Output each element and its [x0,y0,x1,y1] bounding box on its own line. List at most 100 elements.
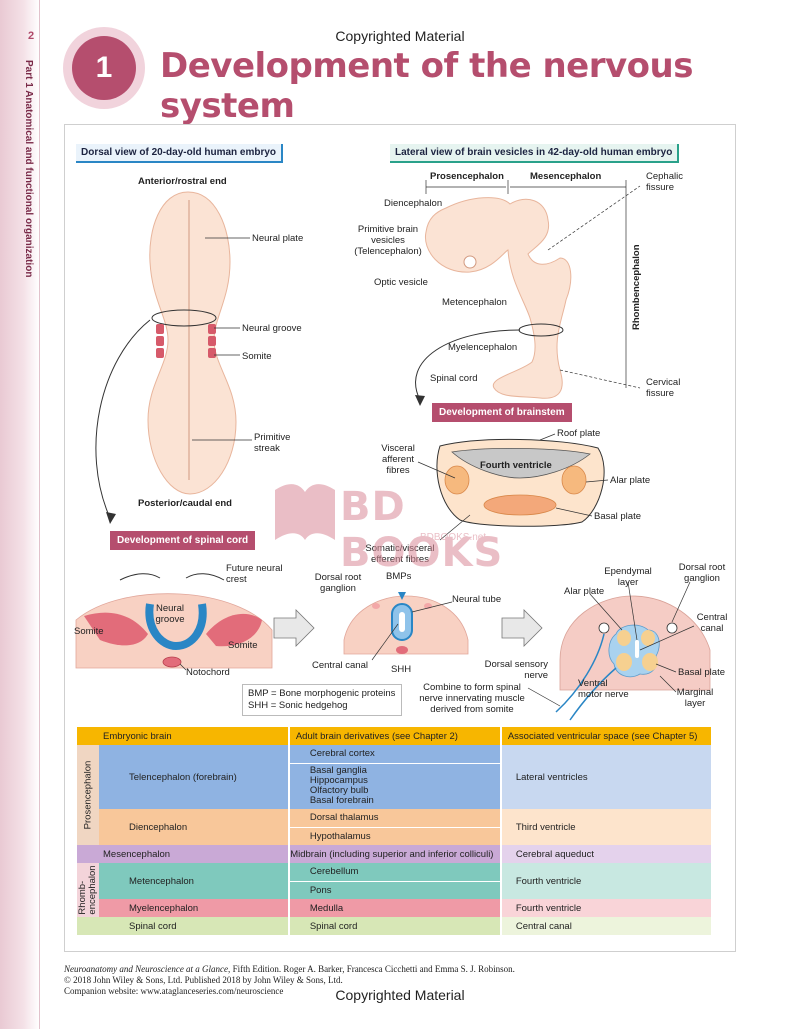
cell-lateral-ventricles: Lateral ventricles [500,745,711,809]
somite-right-3 [208,348,216,358]
leader-combine [527,687,561,707]
watermark-text: BD BOOKS [340,484,504,576]
tag-lateral-view: Lateral view of brain vesicles in 42-day… [390,144,680,163]
stage1-somite-left [84,612,148,646]
cell-dorsal-thalamus: Dorsal thalamus [288,809,502,828]
label-myelencephalon: Myelencephalon [448,342,518,353]
optic-vesicle-shape [463,255,477,269]
footer-line-2: © 2018 John Wiley & Sons, Ltd. Published… [64,975,343,985]
leader-ependymal [627,581,638,641]
stage3-basal-left [616,653,632,671]
page-title: Development of the nervous system [160,46,693,126]
leader-somatic [439,514,471,541]
label-anterior: Anterior/rostral end [138,176,227,187]
watermark-book-icon [275,484,335,540]
legend-shh: SHH = Sonic hedgehog [248,700,348,711]
label-dorsal-sensory-nerve: Dorsal sensory nerve [484,659,548,681]
watermark-sub: BDBOOKS.net [420,532,487,543]
label-somatic-visceral: Somatic/visceral efferent fibres [365,543,435,565]
dorsal-embryo-shape [147,191,237,495]
cell-cerebral-cortex: Cerebral cortex [288,745,502,764]
somite-left-3 [156,348,164,358]
copyright-bottom: Copyrighted Material [335,987,465,1003]
cell-spinal-cord-derivative: Spinal cord [288,917,502,935]
label-visceral-afferent: Visceral afferent fibres [381,443,415,476]
stage1-arrow-right [185,573,225,581]
stage3-drg-right [666,622,678,634]
table-row: Prosencephalon Telencephalon (forebrain)… [77,745,711,845]
leader-roof-plate [539,433,556,441]
cell-basal-ganglia-group: Basal ganglia Hippocampus Olfactory bulb… [288,763,502,809]
alar-plate-left [444,465,470,495]
cell-cerebral-aqueduct: Cerebral aqueduct [500,845,711,863]
header-ventricular-space: Associated ventricular space (see Chapte… [500,727,711,745]
label-bmps: BMPs [386,571,412,582]
label-mesencephalon: Mesencephalon [530,171,602,182]
stage1-somite-right [206,613,262,647]
group-rhombencephalon-label: Rhomb- encephalon [77,865,98,915]
cell-central-canal: Central canal [500,917,711,935]
label-future-neural-crest: Future neural crest [226,563,283,585]
copyright-top: Copyrighted Material [335,28,465,44]
cell-metencephalon: Metencephalon [99,863,290,899]
table-row: Spinal cord Spinal cord Central canal [77,917,711,935]
arrow-dorsal-to-spinal [95,319,151,519]
label-fourth-ventricle: Fourth ventricle [480,460,552,471]
leader-alar2 [589,593,623,631]
stage2-drg-left [372,603,380,609]
label-alar-plate: Alar plate [610,475,651,486]
stage3-dorsal-nerve [555,633,605,713]
leader-basal [555,507,593,517]
label-neural-groove-stage1: Neural groove [155,603,185,625]
stage-arrow-1 [273,609,315,647]
stage3-central-canal [635,640,639,658]
stage3-alar-right [641,630,655,646]
page-number: 2 [28,30,35,42]
label-cephalic-fissure: Cephalic fissure [646,171,683,193]
group-prosencephalon-label: Prosencephalon [82,760,94,830]
header-embryonic-brain: Embryonic brain [77,727,290,745]
somite-right-1 [208,324,216,334]
stage1-neural-groove [145,603,207,651]
footer-line-1-rest: Fifth Edition. Roger A. Barker, Francesc… [230,964,515,974]
leader-basal2 [655,663,677,673]
cell-cerebellum: Cerebellum [288,863,502,882]
brain-vesicles-shape [424,197,572,399]
leader-central-canal2 [639,625,695,651]
cervical-fissure-dash [559,369,641,389]
label-rhombencephalon: Rhombencephalon [631,244,642,330]
abbreviation-legend: BMP = Bone morphogenic proteins SHH = So… [242,684,402,716]
table-header: Embryonic brain Adult brain derivatives … [77,727,711,745]
label-roof-plate: Roof plate [557,428,601,439]
stage1-tissue [75,593,273,669]
leader-drg2 [671,581,691,623]
leader-central-canal [371,623,399,661]
label-shh: SHH [391,664,412,675]
stage1-notochord [162,656,182,668]
cell-medulla: Medulla [288,899,502,917]
tag-brainstem: Development of brainstem [432,403,572,422]
label-primitive-streak: Primitive streak [254,432,291,454]
leader-marginal [659,675,677,693]
label-neural-groove: Neural groove [242,323,302,334]
stage-arrow-2 [501,609,543,647]
legend-bmp: BMP = Bone morphogenic proteins [248,688,396,699]
label-combine: Combine to form spinal nerve innervating… [419,682,525,715]
label-ventral-motor-nerve: Ventral motor nerve [578,678,629,700]
label-ependymal-layer: Ependymal layer [604,566,652,588]
label-central-canal: Central canal [312,660,368,671]
label-central-canal-2: Central canal [696,612,728,634]
chapter-number: 1 [72,36,136,100]
header-adult-derivatives: Adult brain derivatives (see Chapter 2) [288,727,502,745]
label-posterior: Posterior/caudal end [138,498,232,509]
cell-third-ventricle: Third ventricle [500,809,711,845]
footer-line-3: Companion website: www.ataglanceseries.c… [64,986,284,996]
stage3-alar-left [617,630,631,646]
footer-book-title: Neuroanatomy and Neuroscience at a Glanc… [64,964,231,974]
leader-notochord [179,663,187,671]
arrow-lateral-to-brainstem [415,329,521,401]
table-row: Hypothalamus [77,827,711,845]
table-row: Rhomb- encephalon Metencephalon Cerebell… [77,863,711,917]
somite-left-2 [156,336,164,346]
somite-left-1 [156,324,164,334]
